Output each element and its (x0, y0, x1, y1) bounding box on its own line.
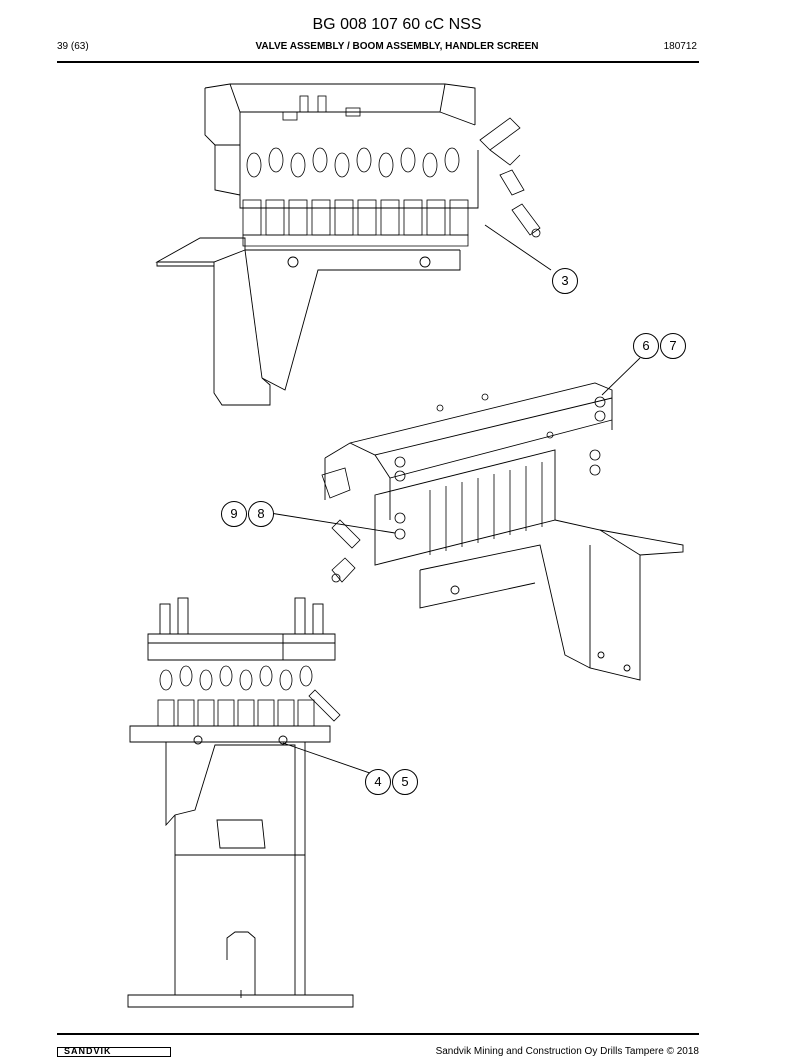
document-title: BG 008 107 60 cC NSS (312, 16, 482, 33)
sandvik-logo: SANDVIK (57, 1047, 171, 1057)
callout-5: 5 (392, 769, 418, 795)
section-title: VALVE ASSEMBLY / BOOM ASSEMBLY, HANDLER … (255, 41, 539, 52)
valve-assembly-view-rear (269, 357, 684, 681)
valve-assembly-view-front (127, 597, 391, 1008)
footer-rule (57, 1033, 699, 1035)
valve-assembly-view-top (155, 83, 552, 406)
callout-7: 7 (660, 333, 686, 359)
callout-6: 6 (633, 333, 659, 359)
header-rule (57, 61, 699, 63)
callout-9: 9 (221, 501, 247, 527)
callout-8: 8 (248, 501, 274, 527)
callout-3: 3 (552, 268, 578, 294)
document-date: 180712 (663, 41, 697, 52)
copyright-notice: Sandvik Mining and Construction Oy Drill… (435, 1046, 699, 1057)
callout-4: 4 (365, 769, 391, 795)
page-number: 39 (63) (57, 41, 89, 52)
